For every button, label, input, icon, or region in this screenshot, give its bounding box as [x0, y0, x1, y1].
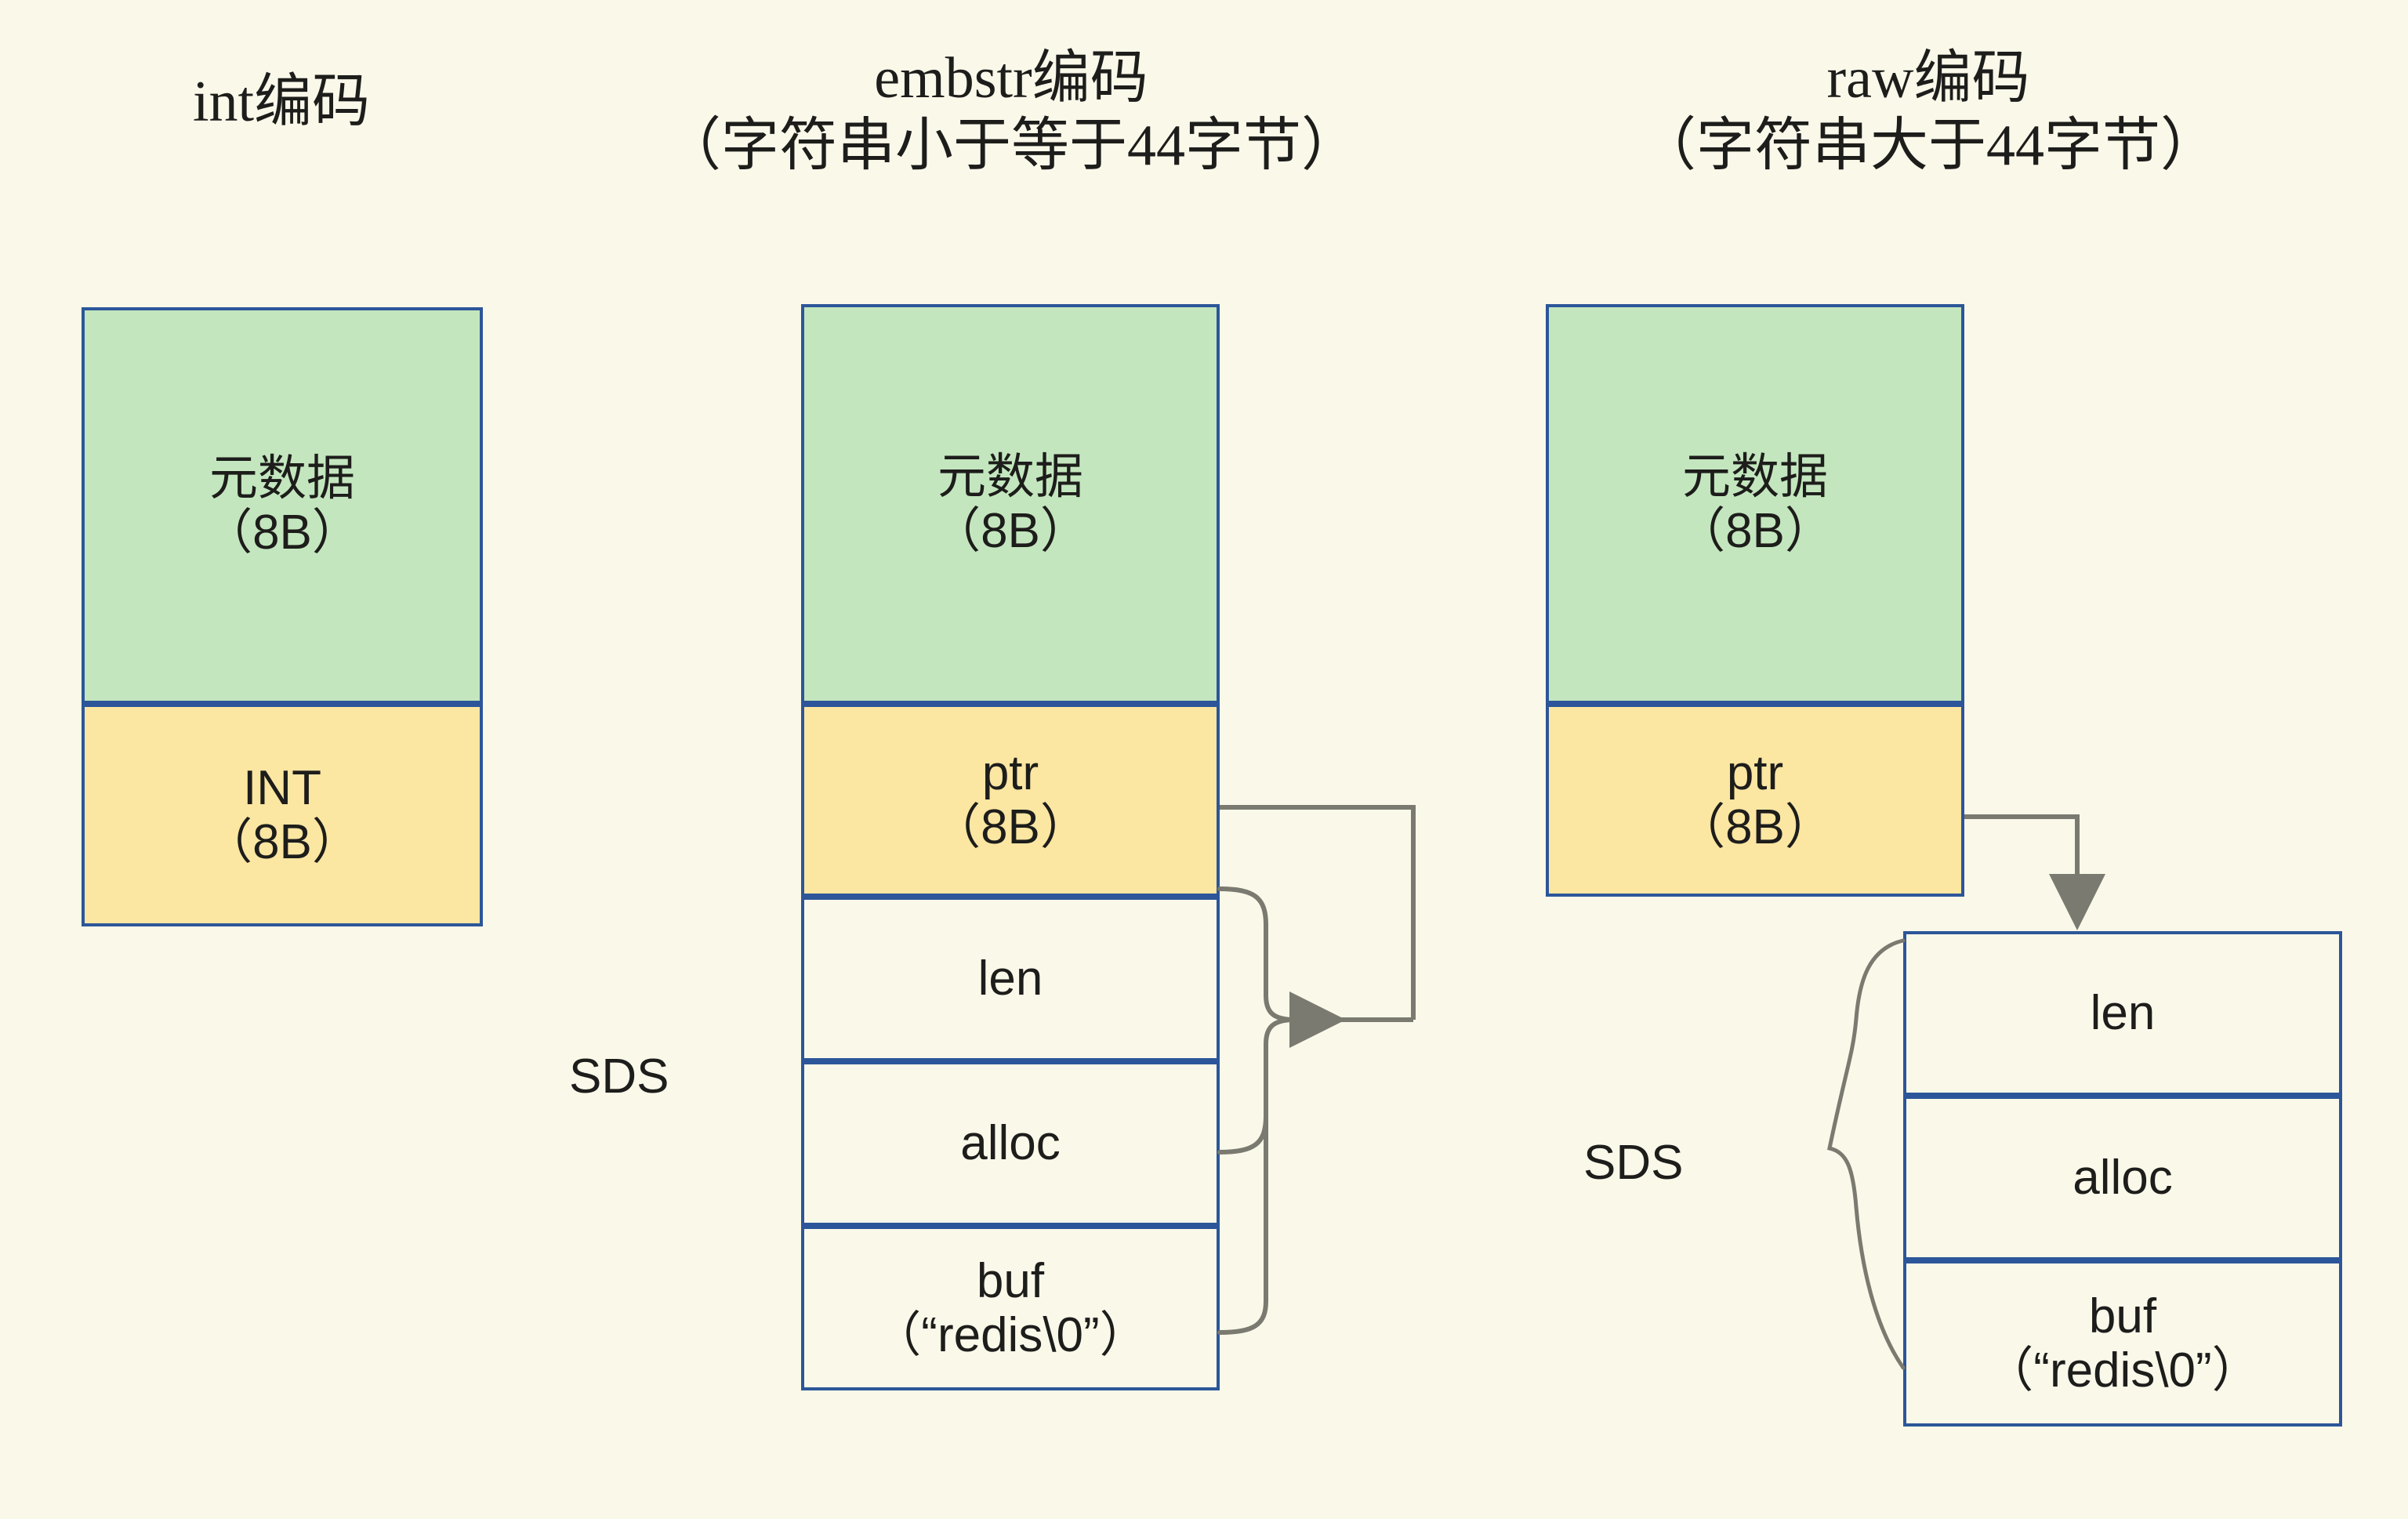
box-int-metadata-line2: （8B）: [204, 506, 361, 560]
box-embstr-metadata-line2: （8B）: [932, 504, 1089, 558]
heading-int-line1: int编码: [192, 70, 371, 134]
box-embstr-metadata: 元数据 （8B）: [801, 304, 1220, 704]
box-embstr-buf-line2: （“redis\0”）: [872, 1308, 1148, 1362]
box-raw-ptr-line1: ptr: [1726, 745, 1784, 800]
box-embstr-len: len: [801, 897, 1220, 1061]
box-embstr-ptr-line1: ptr: [981, 745, 1039, 800]
box-raw-ptr: ptr （8B）: [1546, 704, 1964, 897]
box-embstr-alloc-line1: alloc: [960, 1116, 1061, 1171]
box-embstr-buf: buf （“redis\0”）: [801, 1226, 1220, 1390]
connector-embstr-ptr-line: [1220, 805, 1416, 1020]
heading-embstr-line2: （字符串小于等于44字节）: [663, 113, 1359, 178]
box-int-value-line1: INT: [243, 760, 321, 815]
box-raw-ptr-line2: （8B）: [1677, 800, 1833, 854]
box-raw-metadata-line1: 元数据: [1681, 449, 1828, 504]
box-raw-len: len: [1903, 931, 2342, 1096]
brace-raw-sds: [1827, 938, 1906, 1370]
heading-embstr: embstr编码 （字符串小于等于44字节）: [549, 45, 1474, 180]
box-embstr-alloc: alloc: [801, 1061, 1220, 1226]
heading-embstr-line1: embstr编码: [874, 46, 1148, 111]
brace-embstr-sds-lower: [1217, 1042, 1268, 1335]
box-embstr-ptr: ptr （8B）: [801, 704, 1220, 897]
box-embstr-buf-line1: buf: [976, 1253, 1045, 1308]
brace-embstr-sds: [1217, 886, 1293, 1155]
label-embstr-sds: SDS: [569, 1050, 669, 1104]
box-int-value-line2: （8B）: [204, 815, 361, 869]
heading-int: int编码: [82, 69, 481, 136]
box-embstr-ptr-line2: （8B）: [932, 800, 1089, 854]
box-embstr-metadata-line1: 元数据: [937, 449, 1083, 504]
box-raw-metadata: 元数据 （8B）: [1546, 304, 1964, 704]
box-embstr-len-line1: len: [977, 952, 1043, 1006]
box-int-metadata: 元数据 （8B）: [82, 307, 483, 704]
heading-raw-line2: （字符串大于44字节）: [1638, 113, 2218, 178]
box-int-value: INT （8B）: [82, 704, 483, 926]
box-raw-len-line1: len: [2090, 986, 2156, 1041]
box-raw-metadata-line2: （8B）: [1677, 504, 1833, 558]
box-raw-alloc-line1: alloc: [2073, 1151, 2173, 1205]
label-raw-sds: SDS: [1583, 1136, 1684, 1190]
heading-raw-line1: raw编码: [1826, 46, 2030, 111]
box-raw-alloc: alloc: [1903, 1096, 2342, 1260]
heading-raw: raw编码 （字符串大于44字节）: [1513, 45, 2344, 180]
box-raw-buf-line2: （“redis\0”）: [1985, 1343, 2261, 1398]
box-raw-buf: buf （“redis\0”）: [1903, 1260, 2342, 1427]
box-raw-buf-line1: buf: [2088, 1289, 2157, 1343]
box-int-metadata-line1: 元数据: [209, 451, 355, 506]
connector-raw-ptr-line: [1964, 814, 2105, 930]
